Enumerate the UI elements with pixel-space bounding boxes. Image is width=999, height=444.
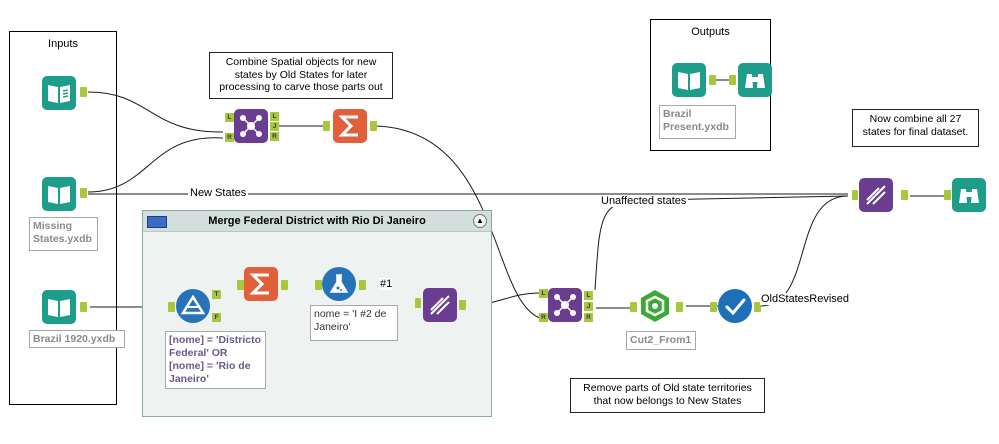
output-port[interactable] — [901, 190, 908, 200]
output-port[interactable] — [754, 302, 761, 312]
input-port[interactable] — [168, 302, 175, 312]
filter-triangle-icon — [176, 289, 210, 323]
comment-remove-parts: Remove parts of Old state territories th… — [570, 378, 765, 413]
input-port[interactable] — [415, 298, 421, 308]
filter-port-t[interactable]: T — [212, 290, 221, 299]
summarize-tool[interactable] — [333, 109, 367, 143]
output-port[interactable] — [80, 87, 87, 97]
output-port[interactable] — [709, 75, 716, 85]
join2-port-r[interactable]: R — [539, 313, 548, 322]
dna-icon — [423, 288, 457, 322]
book-icon — [42, 76, 76, 110]
comment-combine-all: Now combine all 27 states for final data… — [852, 109, 979, 147]
outputs-title: Outputs — [691, 26, 730, 38]
wire-label-old-states-revised: OldStatesRevised — [760, 293, 851, 305]
input-tool-missing-states[interactable] — [42, 177, 76, 211]
container-title: Merge Federal District with Rio Di Janei… — [208, 215, 426, 227]
annotation-filter-expression: [nome] = 'Districto Federal' OR [nome] =… — [165, 331, 266, 389]
annotation-brazil-present: Brazil Present.yxdb — [659, 105, 736, 139]
input-port[interactable] — [944, 190, 951, 200]
hexagon-cut-icon — [641, 290, 669, 322]
output-port[interactable] — [281, 280, 288, 290]
join-out-l[interactable]: L — [270, 112, 279, 121]
join-out-j[interactable]: J — [270, 122, 279, 131]
join-port-r[interactable]: R — [225, 133, 234, 142]
input-tool-1[interactable] — [42, 76, 76, 110]
book-icon — [42, 177, 76, 211]
output-port[interactable] — [370, 121, 377, 131]
sigma-icon — [333, 109, 367, 143]
annotation-brazil-1920: Brazil 1920.yxdb — [29, 330, 125, 348]
join-tool-2[interactable] — [548, 288, 582, 322]
spatial-cut-tool[interactable] — [638, 289, 672, 323]
join-port-l[interactable]: L — [225, 113, 234, 122]
output-port[interactable] — [359, 280, 366, 290]
dna-icon — [859, 178, 893, 212]
formula-tool[interactable] — [322, 267, 356, 301]
input-tool-brazil-present[interactable] — [672, 63, 706, 97]
browse-tool-outputs[interactable] — [738, 63, 772, 97]
wire-label-unaffected-states: Unaffected states — [599, 195, 689, 207]
browse-tool-final[interactable] — [952, 178, 986, 212]
join2-out-r[interactable]: R — [584, 313, 593, 322]
book-icon — [42, 290, 76, 324]
collapse-icon[interactable]: ▲ — [473, 214, 487, 228]
input-port[interactable] — [315, 280, 322, 290]
input-port[interactable] — [852, 190, 858, 200]
filter-tool[interactable] — [176, 289, 210, 323]
input-port[interactable] — [729, 75, 736, 85]
annotation-missing-states: Missing States.yxdb — [29, 217, 98, 251]
binoculars-icon — [952, 178, 986, 212]
binoculars-icon — [738, 63, 772, 97]
output-port[interactable] — [676, 302, 683, 312]
union-tool-final[interactable] — [859, 178, 893, 212]
join-tool[interactable] — [234, 109, 268, 143]
output-port[interactable] — [80, 302, 87, 312]
book-icon — [672, 63, 706, 97]
output-port[interactable] — [459, 300, 466, 310]
select-tool[interactable] — [718, 289, 752, 323]
wire-label-hash1: #1 — [380, 278, 393, 290]
inputs-box: Inputs — [9, 31, 117, 405]
comment-combine-spatial: Combine Spatial objects for new states b… — [209, 52, 393, 99]
join2-out-j[interactable]: J — [584, 302, 593, 311]
container-header[interactable]: Merge Federal District with Rio Di Janei… — [143, 211, 491, 232]
summarize-tool-2[interactable] — [244, 267, 278, 301]
input-port[interactable] — [630, 302, 637, 312]
join-circles-icon — [548, 288, 582, 322]
join2-out-l[interactable]: L — [584, 291, 593, 300]
checkmark-icon — [718, 289, 752, 323]
annotation-cut2: Cut2_From1 — [626, 331, 696, 350]
output-port[interactable] — [80, 188, 87, 198]
filter-port-f[interactable]: F — [212, 313, 221, 322]
annotation-formula-expression: nome = 'I #2 de Janeiro' — [310, 305, 398, 341]
input-port[interactable] — [710, 302, 717, 312]
join-circles-icon — [234, 109, 268, 143]
wire-label-new-states: New States — [188, 187, 249, 199]
flask-icon — [322, 267, 356, 301]
sigma-icon — [244, 267, 278, 301]
join2-port-l[interactable]: L — [539, 289, 548, 298]
inputs-title: Inputs — [48, 38, 78, 50]
join-out-r[interactable]: R — [270, 132, 279, 141]
union-tool-2[interactable] — [423, 288, 457, 322]
input-tool-brazil-1920[interactable] — [42, 290, 76, 324]
input-port[interactable] — [237, 280, 244, 290]
input-port[interactable] — [323, 121, 330, 131]
container-toggle-icon[interactable] — [147, 216, 167, 228]
